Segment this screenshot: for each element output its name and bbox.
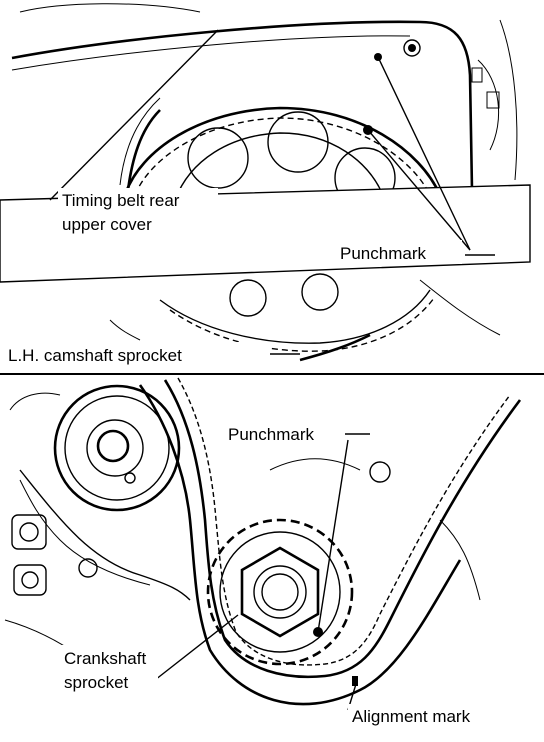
- upper-panel: [0, 3, 531, 362]
- alignment-mark-marker: [352, 676, 358, 686]
- label-crankshaft-line2: sprocket: [64, 673, 129, 692]
- label-punchmark-top: Punchmark: [340, 244, 426, 263]
- label-alignment-mark: Alignment mark: [352, 707, 471, 726]
- label-punchmark-bottom: Punchmark: [228, 425, 314, 444]
- crankshaft-sprocket: [206, 518, 354, 666]
- tensioner-pulley: [53, 384, 181, 512]
- timing-belt: [138, 377, 522, 706]
- label-rear-cover-line1: Timing belt rear: [62, 191, 180, 210]
- label-rear-cover-line2: upper cover: [62, 215, 152, 234]
- label-crankshaft-line1: Crankshaft: [64, 649, 146, 668]
- label-camshaft-sprocket: L.H. camshaft sprocket: [8, 346, 182, 365]
- lower-panel: [4, 377, 522, 730]
